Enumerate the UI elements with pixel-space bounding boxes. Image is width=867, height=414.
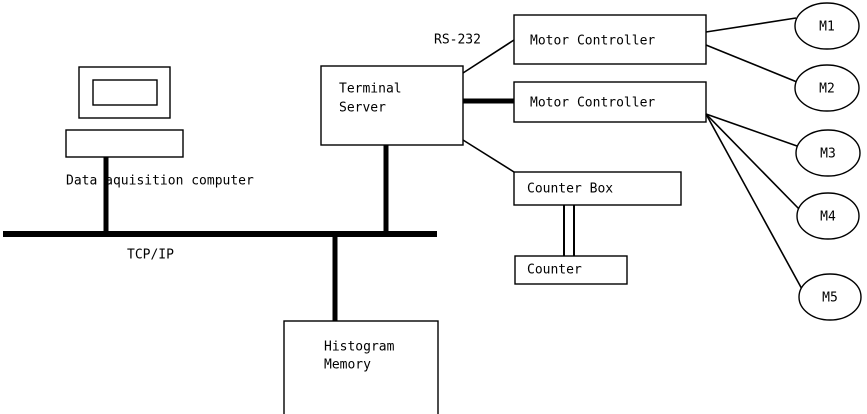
motor-label-m2: M2 xyxy=(819,82,835,97)
terminal-server-box xyxy=(320,65,464,146)
counter-box xyxy=(514,255,628,285)
motor-controller-1-box xyxy=(513,14,707,65)
terminal-server-label-line2: Server xyxy=(339,101,386,116)
counter-box-box xyxy=(513,171,682,206)
tcpip-bus-label: TCP/IP xyxy=(127,248,174,263)
link-terminalserver-to-counterbox xyxy=(462,139,515,173)
motor-ellipse-m1 xyxy=(794,2,860,50)
link-terminalserver-to-motorcontroller1 xyxy=(462,39,515,74)
rs232-link-label: RS-232 xyxy=(434,33,481,48)
link-motorcontroller2-to-m3 xyxy=(705,113,798,147)
histogram-memory-box xyxy=(283,320,439,414)
counter-box-label: Counter Box xyxy=(527,182,613,197)
motor-label-m5: M5 xyxy=(822,291,838,306)
link-motorcontroller1-to-m2 xyxy=(705,44,798,83)
motor-controller-2-label: Motor Controller xyxy=(530,96,655,111)
motor-ellipse-m4 xyxy=(796,192,860,240)
motor-ellipse-m2 xyxy=(794,64,860,112)
terminal-server-label-line1: Terminal xyxy=(339,82,402,97)
histogram-memory-label-line1: Histogram xyxy=(324,340,395,355)
motor-ellipse-m5 xyxy=(798,273,862,321)
daq-computer-caption: Data aquisition computer xyxy=(66,174,254,189)
link-motorcontroller1-to-m1 xyxy=(705,17,797,33)
counter-label: Counter xyxy=(527,263,582,278)
link-motorcontroller2-to-m5 xyxy=(705,113,804,292)
motor-controller-1-label: Motor Controller xyxy=(530,34,655,49)
motor-ellipse-m3 xyxy=(795,129,861,177)
motor-label-m1: M1 xyxy=(819,20,835,35)
link-motorcontroller2-to-m4 xyxy=(705,113,801,211)
motor-label-m3: M3 xyxy=(820,147,836,162)
motor-label-m4: M4 xyxy=(820,210,836,225)
histogram-memory-label-line2: Memory xyxy=(324,358,371,373)
daq-computer-base xyxy=(65,129,184,158)
daq-monitor-screen xyxy=(92,79,158,106)
